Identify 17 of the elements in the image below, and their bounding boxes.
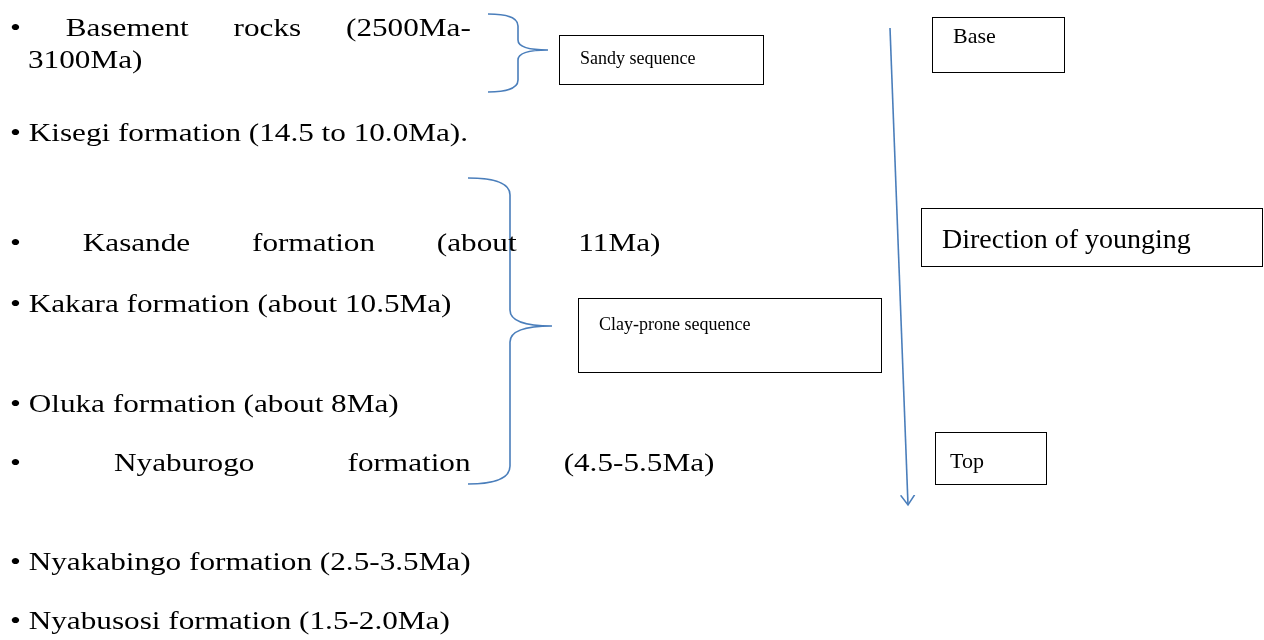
text-box [578, 298, 882, 373]
text-box [932, 17, 1065, 73]
text-box [559, 35, 764, 85]
list-item: • Kakara formation (about 10.5Ma) [10, 288, 453, 320]
list-item: • Nyakabingo formation (2.5-3.5Ma) [10, 546, 472, 578]
list-item: • Basement rocks (2500Ma-3100Ma) [10, 12, 471, 76]
list-item: • Oluka formation (about 8Ma) [10, 388, 400, 420]
text-box [935, 432, 1047, 485]
box-label: Clay-prone sequence [599, 314, 751, 335]
list-item: • Kisegi formation (14.5 to 10.0Ma). [10, 117, 470, 149]
list-item: • Nyabusosi formation (1.5-2.0Ma) [10, 605, 451, 637]
box-label: Direction of younging [942, 223, 1191, 255]
box-label: Base [953, 23, 996, 49]
text-box [921, 208, 1263, 267]
box-label: Top [950, 448, 984, 474]
box-label: Sandy sequence [580, 48, 696, 69]
list-item: • Nyaburogo formation (4.5-5.5Ma) [10, 447, 715, 479]
